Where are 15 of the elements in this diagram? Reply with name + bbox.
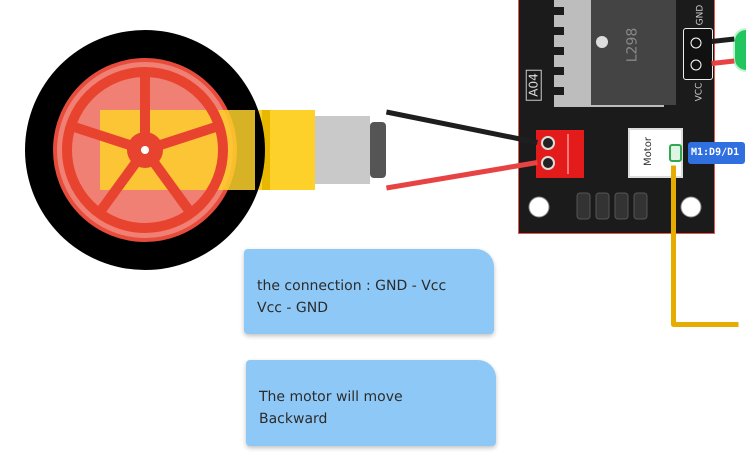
wire bbox=[386, 160, 538, 190]
chip-label: L298 bbox=[624, 28, 640, 62]
wire bbox=[671, 166, 738, 327]
connector-label: Motor bbox=[642, 136, 654, 166]
pin-tag: M1:D9/D1 bbox=[688, 142, 745, 164]
pin-label: GND bbox=[694, 4, 705, 25]
board-label: A04 bbox=[526, 69, 542, 101]
wire bbox=[386, 110, 538, 145]
motor-connector bbox=[628, 128, 682, 178]
wire bbox=[711, 36, 735, 44]
sticky-note: the connection : GND - Vcc Vcc - GND bbox=[244, 249, 494, 334]
pin-label: VCC bbox=[694, 82, 704, 101]
wire bbox=[711, 58, 735, 66]
screw-terminal bbox=[536, 130, 584, 178]
sticky-note: The motor will move Backward bbox=[246, 360, 496, 446]
